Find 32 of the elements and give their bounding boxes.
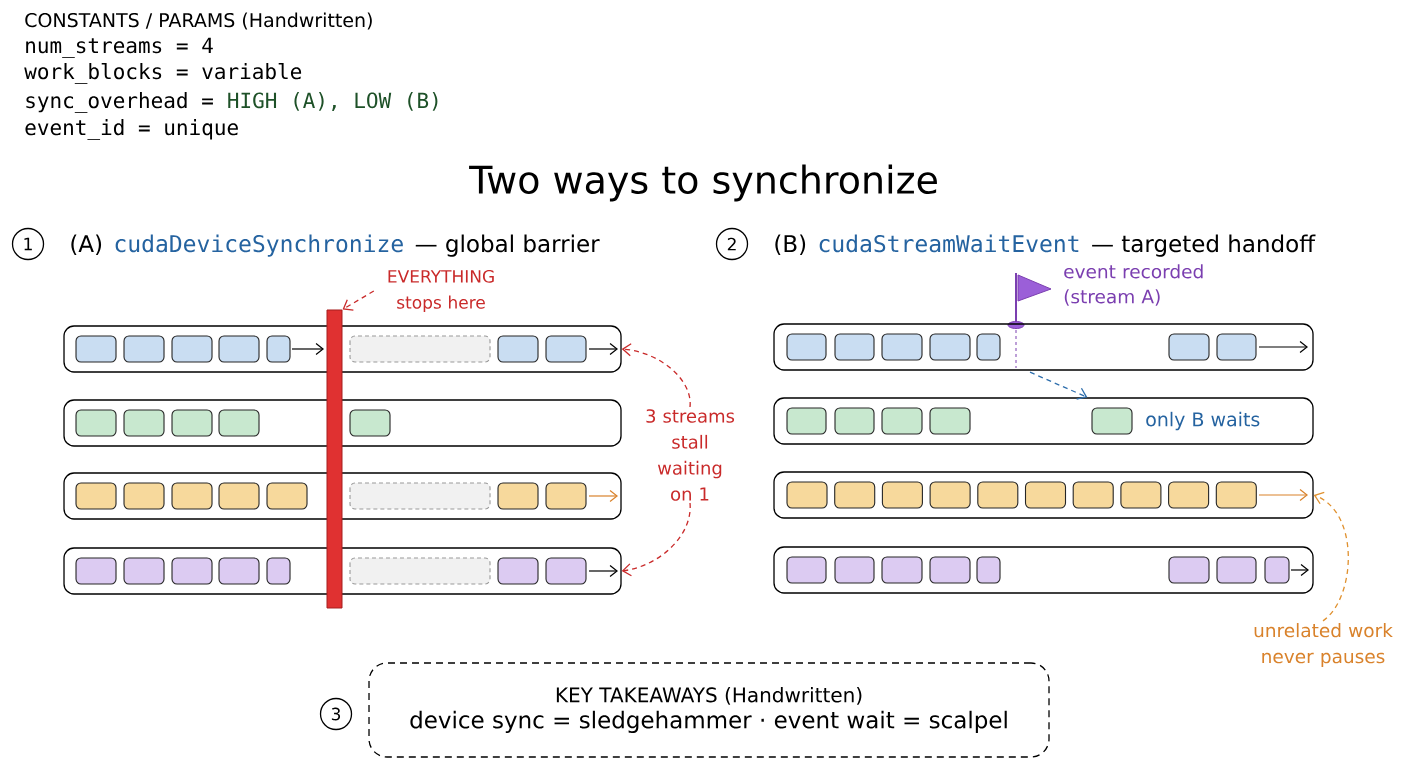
annotation-text: EVERYTHING stops here	[388, 269, 494, 313]
code-text: num_streams = 4	[26, 37, 213, 58]
heading-text: (B)	[775, 234, 806, 255]
stream-lane	[773, 323, 1314, 371]
function-name: cudaDeviceSynchronize	[115, 234, 403, 257]
takeaways-box: KEY TAKEAWAYS (Handwritten) device sync = sledgehammer · event wait = scalpel	[368, 662, 1050, 758]
dashed-arrow	[621, 502, 691, 577]
heading-text: — targeted handoff	[1092, 234, 1316, 257]
code-text: work_blocks = variable	[24, 62, 302, 84]
heading-text: — global barrier	[415, 234, 600, 257]
code-text: event_id = unique	[25, 119, 238, 140]
dashed-arrow	[342, 290, 375, 311]
heading-text: (A)	[71, 234, 102, 255]
heading-text: CONSTANTS / PARAMS (Handwritten)	[25, 12, 372, 30]
stream-lane	[63, 399, 622, 447]
code-text: sync_overhead =	[26, 92, 213, 113]
annotation-text: event recorded (stream A)	[1064, 264, 1203, 306]
stream-lane: only B waits	[773, 397, 1314, 445]
code-text: HIGH (A), LOW (B)	[228, 92, 438, 111]
annotation-text: unrelated work never pauses	[1254, 623, 1393, 667]
dashed-arrow	[1029, 371, 1088, 400]
title: Two ways to synchronize	[469, 164, 937, 202]
stream-lane	[773, 471, 1314, 519]
stream-lane	[63, 325, 622, 373]
stream-lane	[63, 472, 622, 520]
function-name: cudaStreamWaitEvent	[819, 234, 1079, 253]
dashed-arrow	[1313, 491, 1349, 622]
barrier-bar	[326, 309, 343, 609]
dashed-arrow	[621, 343, 691, 408]
annotation-text: 3 streams stall waiting on 1	[646, 409, 735, 501]
stream-lane	[63, 547, 622, 595]
stream-lane	[773, 546, 1314, 594]
